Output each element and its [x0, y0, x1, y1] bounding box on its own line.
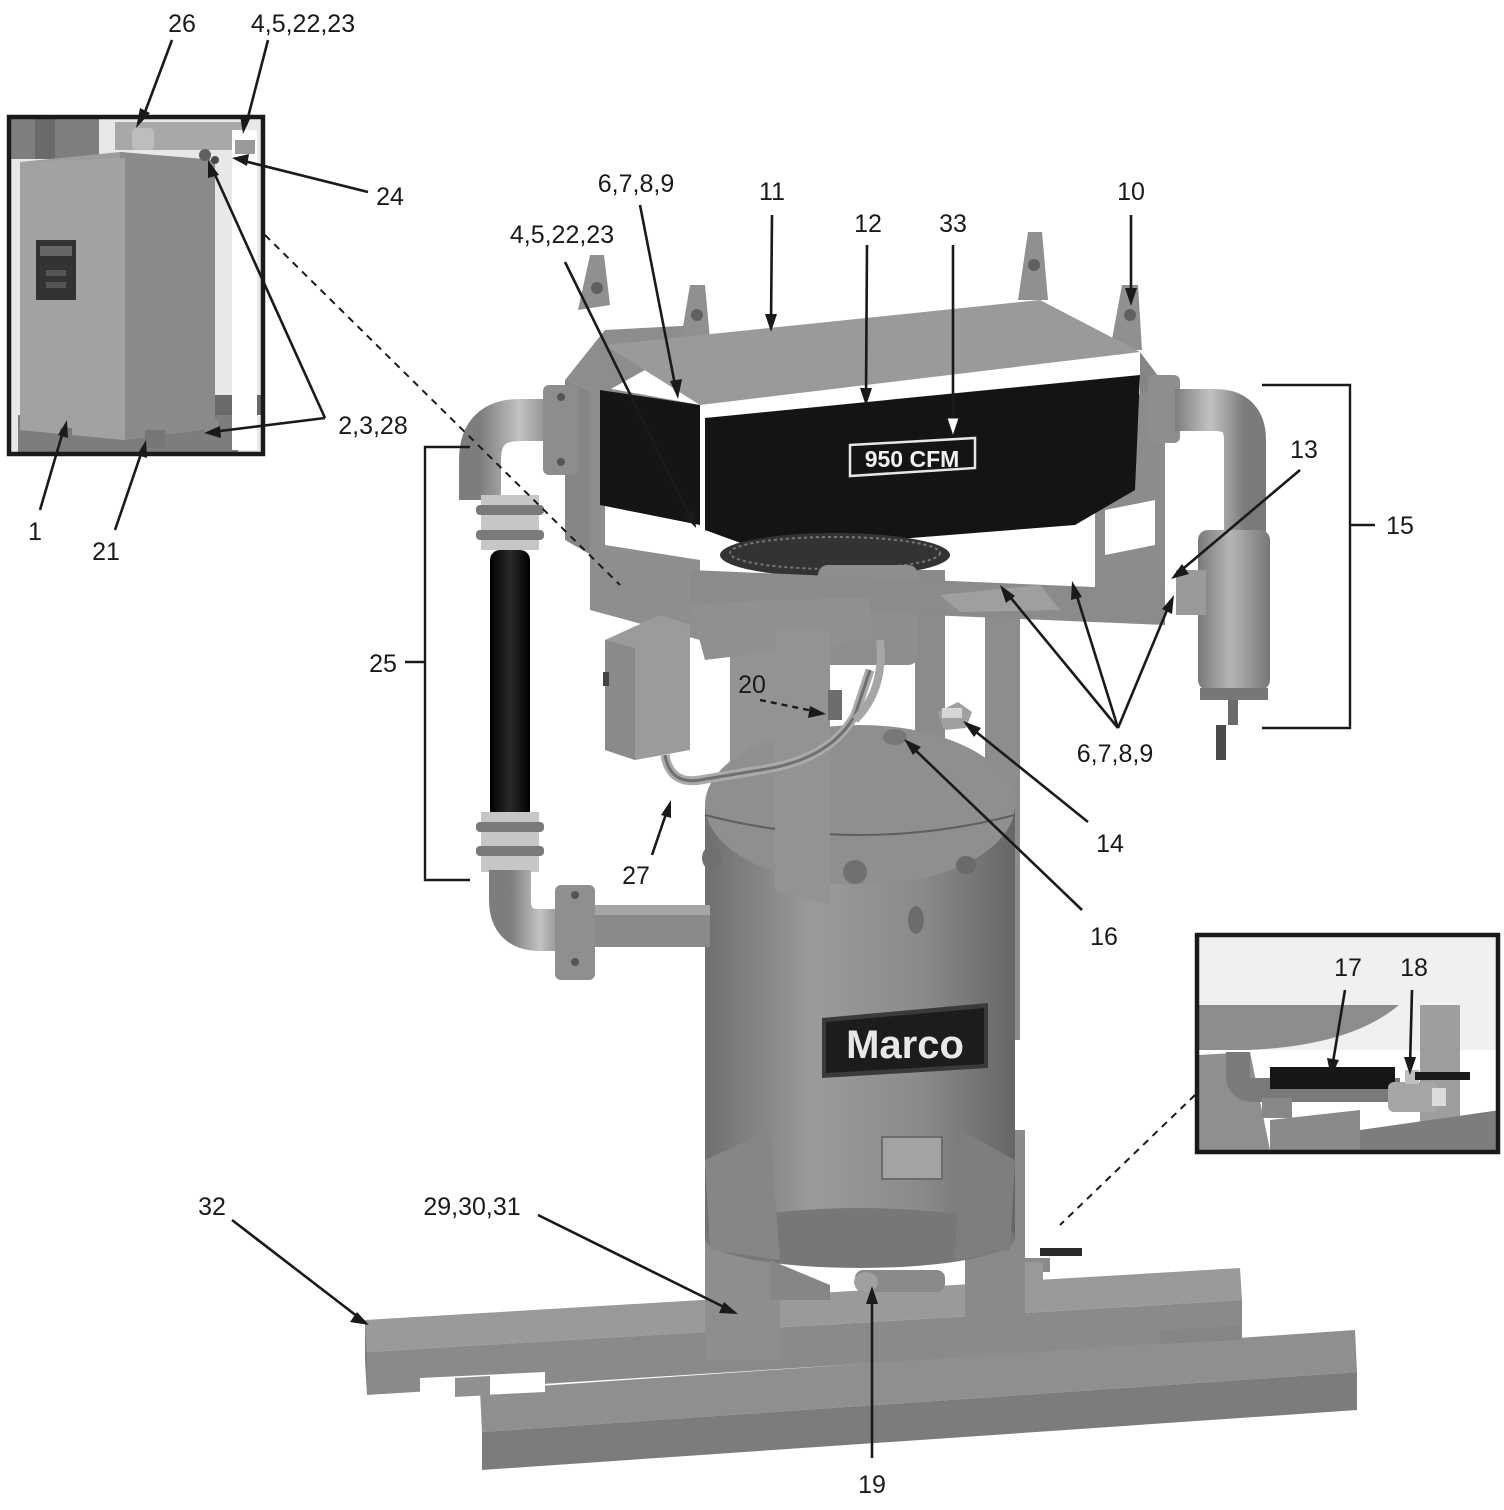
inlet-piping [459, 385, 710, 980]
callout-labels: 26 4,5,22,23 24 2,3,28 1 21 6,7,8,9 4,5,… [28, 10, 1428, 1499]
callout-20: 20 [738, 671, 766, 699]
callout-17: 17 [1334, 954, 1362, 982]
callout-11: 11 [759, 178, 785, 206]
callout-32: 32 [198, 1193, 226, 1221]
marco-logo: Marco [822, 1003, 988, 1078]
cfm-nameplate: 950 CFM [848, 436, 977, 478]
callout-2-3-28: 2,3,28 [338, 412, 408, 440]
callout-6-7-8-9-bottom: 6,7,8,9 [1077, 740, 1153, 768]
inset-link-drain [1059, 1094, 1196, 1226]
callout-25: 25 [369, 650, 397, 678]
callout-29-30-31: 29,30,31 [423, 1193, 520, 1221]
callout-26: 26 [168, 10, 196, 38]
callout-4-5-22-23-main: 4,5,22,23 [510, 221, 614, 249]
callout-12: 12 [854, 210, 882, 238]
brand-logo-text: Marco [846, 1023, 964, 1067]
nameplate-text: 950 CFM [865, 446, 960, 472]
bracket-25 [405, 445, 470, 882]
callout-33: 33 [939, 210, 967, 238]
moisture-separator [1148, 375, 1270, 760]
callout-4-5-22-23-inset: 4,5,22,23 [251, 10, 355, 38]
callout-14: 14 [1096, 830, 1124, 858]
drain-valve-inset [1194, 932, 1501, 1155]
control-box-inset [6, 114, 266, 457]
bracket-15 [1262, 383, 1375, 730]
callout-16: 16 [1090, 923, 1118, 951]
control-box [603, 615, 885, 786]
callout-10: 10 [1117, 178, 1145, 206]
inset-link-control-box [264, 234, 621, 586]
leader-lines [38, 39, 1416, 1458]
skid-base [365, 1268, 1357, 1470]
callout-1: 1 [28, 518, 42, 546]
callout-21: 21 [92, 538, 120, 566]
callout-6-7-8-9-top: 6,7,8,9 [598, 170, 674, 198]
callout-19: 19 [858, 1471, 886, 1499]
callout-18: 18 [1400, 954, 1428, 982]
callout-27: 27 [622, 862, 650, 890]
base-drain-valve [1010, 1248, 1082, 1284]
tank-top-fittings [828, 690, 972, 745]
callout-15: 15 [1386, 512, 1414, 540]
callout-24: 24 [376, 183, 404, 211]
receiver-tank: Marco [702, 725, 1016, 1300]
callout-13: 13 [1290, 436, 1318, 464]
